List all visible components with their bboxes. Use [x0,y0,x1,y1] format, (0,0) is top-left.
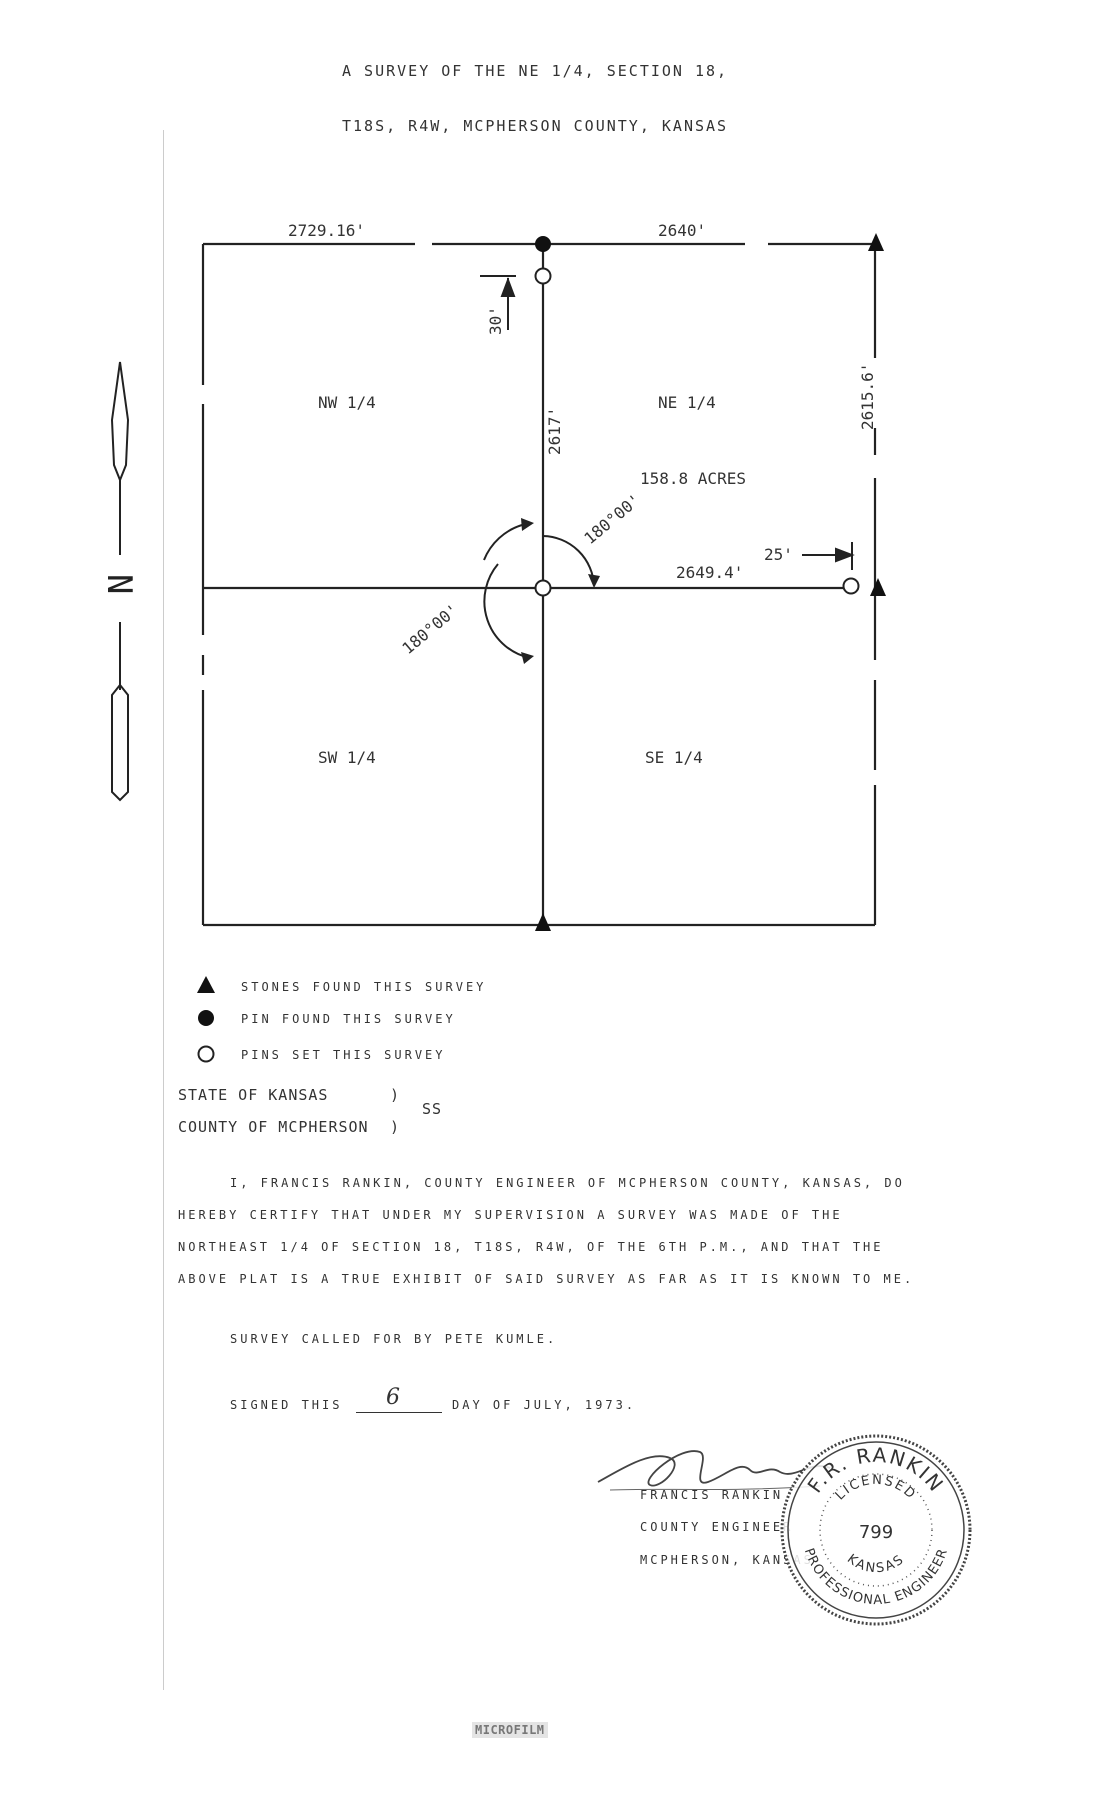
signer-name: FRANCIS RANKIN [640,1488,784,1502]
north-label: N [99,574,139,594]
pin-set-marker [534,579,552,597]
quarter-sw-label: SW 1/4 [318,748,376,767]
offset-north-label: 30' [486,306,505,335]
signed-suffix: DAY OF JULY, 1973. [452,1398,637,1412]
pin-set-legend-icon [197,1045,215,1063]
area-label: 158.8 ACRES [640,469,746,488]
legend-stones: STONES FOUND THIS SURVEY [241,980,487,994]
signer-place: MCPHERSON, KANSAS [640,1553,814,1567]
quarter-nw-label: NW 1/4 [318,393,376,412]
survey-plat: N 2729.16' 2640' 2615.6' 2617' 2649.4' 3… [99,221,886,931]
north-arrow-icon [110,361,130,802]
title-line-1: A SURVEY OF THE NE 1/4, SECTION 18, [342,62,729,80]
certificate-line-2: HEREBY CERTIFY THAT UNDER MY SUPERVISION… [178,1208,843,1222]
engineer-seal: F.R. RANKIN LICENSED PROFESSIONAL ENGINE… [780,1434,972,1626]
pin-found-marker [535,236,551,252]
certificate-line-3: NORTHEAST 1/4 OF SECTION 18, T18S, R4W, … [178,1240,884,1254]
signed-prefix: SIGNED THIS [230,1398,343,1412]
microfilm-stamp: MICROFILM [472,1722,548,1738]
dim-right: 2615.6' [858,363,877,430]
certificate-line-1: I, FRANCIS RANKIN, COUNTY ENGINEER OF MC… [230,1176,905,1190]
venue-county: COUNTY OF MCPHERSON [178,1118,369,1136]
dim-top-right: 2640' [658,221,706,240]
handwritten-signature [597,1450,831,1491]
venue-paren-1: ) [390,1086,401,1104]
venue-state: STATE OF KANSAS [178,1086,329,1104]
stone-marker [535,913,551,931]
title-line-2: T18S, R4W, MCPHERSON COUNTY, KANSAS [342,117,729,135]
stone-legend-icon [197,976,215,993]
certificate-line-4: ABOVE PLAT IS A TRUE EXHIBIT OF SAID SUR… [178,1272,915,1286]
stone-marker [870,578,886,596]
dim-center-east: 2649.4' [676,563,743,582]
called-for-line: SURVEY CALLED FOR BY PETE KUMLE. [230,1332,558,1346]
angle-sw-label: 180°00' [398,600,462,658]
dim-top-left: 2729.16' [288,221,365,240]
venue-ss: SS [422,1100,443,1118]
quarter-se-label: SE 1/4 [645,748,703,767]
signed-day: 6 [386,1385,400,1410]
angle-ne-label: 180°00' [580,490,644,548]
dim-center-north: 2617' [545,407,564,455]
stone-marker [868,233,884,251]
pin-set-marker [842,577,860,595]
offset-arrow-north [480,275,516,330]
offset-arrow-east [802,542,855,570]
legend-pin-found: PIN FOUND THIS SURVEY [241,1012,456,1026]
pin-found-legend-icon [198,1010,214,1026]
quarter-ne-label: NE 1/4 [658,393,716,412]
venue-paren-2: ) [390,1118,401,1136]
signed-day-blank [356,1412,442,1413]
signer-title: COUNTY ENGINEER [640,1520,794,1534]
pin-set-marker [534,267,552,285]
seal-number: 799 [859,1522,893,1543]
legend-pins-set: PINS SET THIS SURVEY [241,1048,446,1062]
margin-rule [163,130,164,1690]
legend-symbols [197,976,215,1063]
offset-east-label: 25' [764,545,793,564]
